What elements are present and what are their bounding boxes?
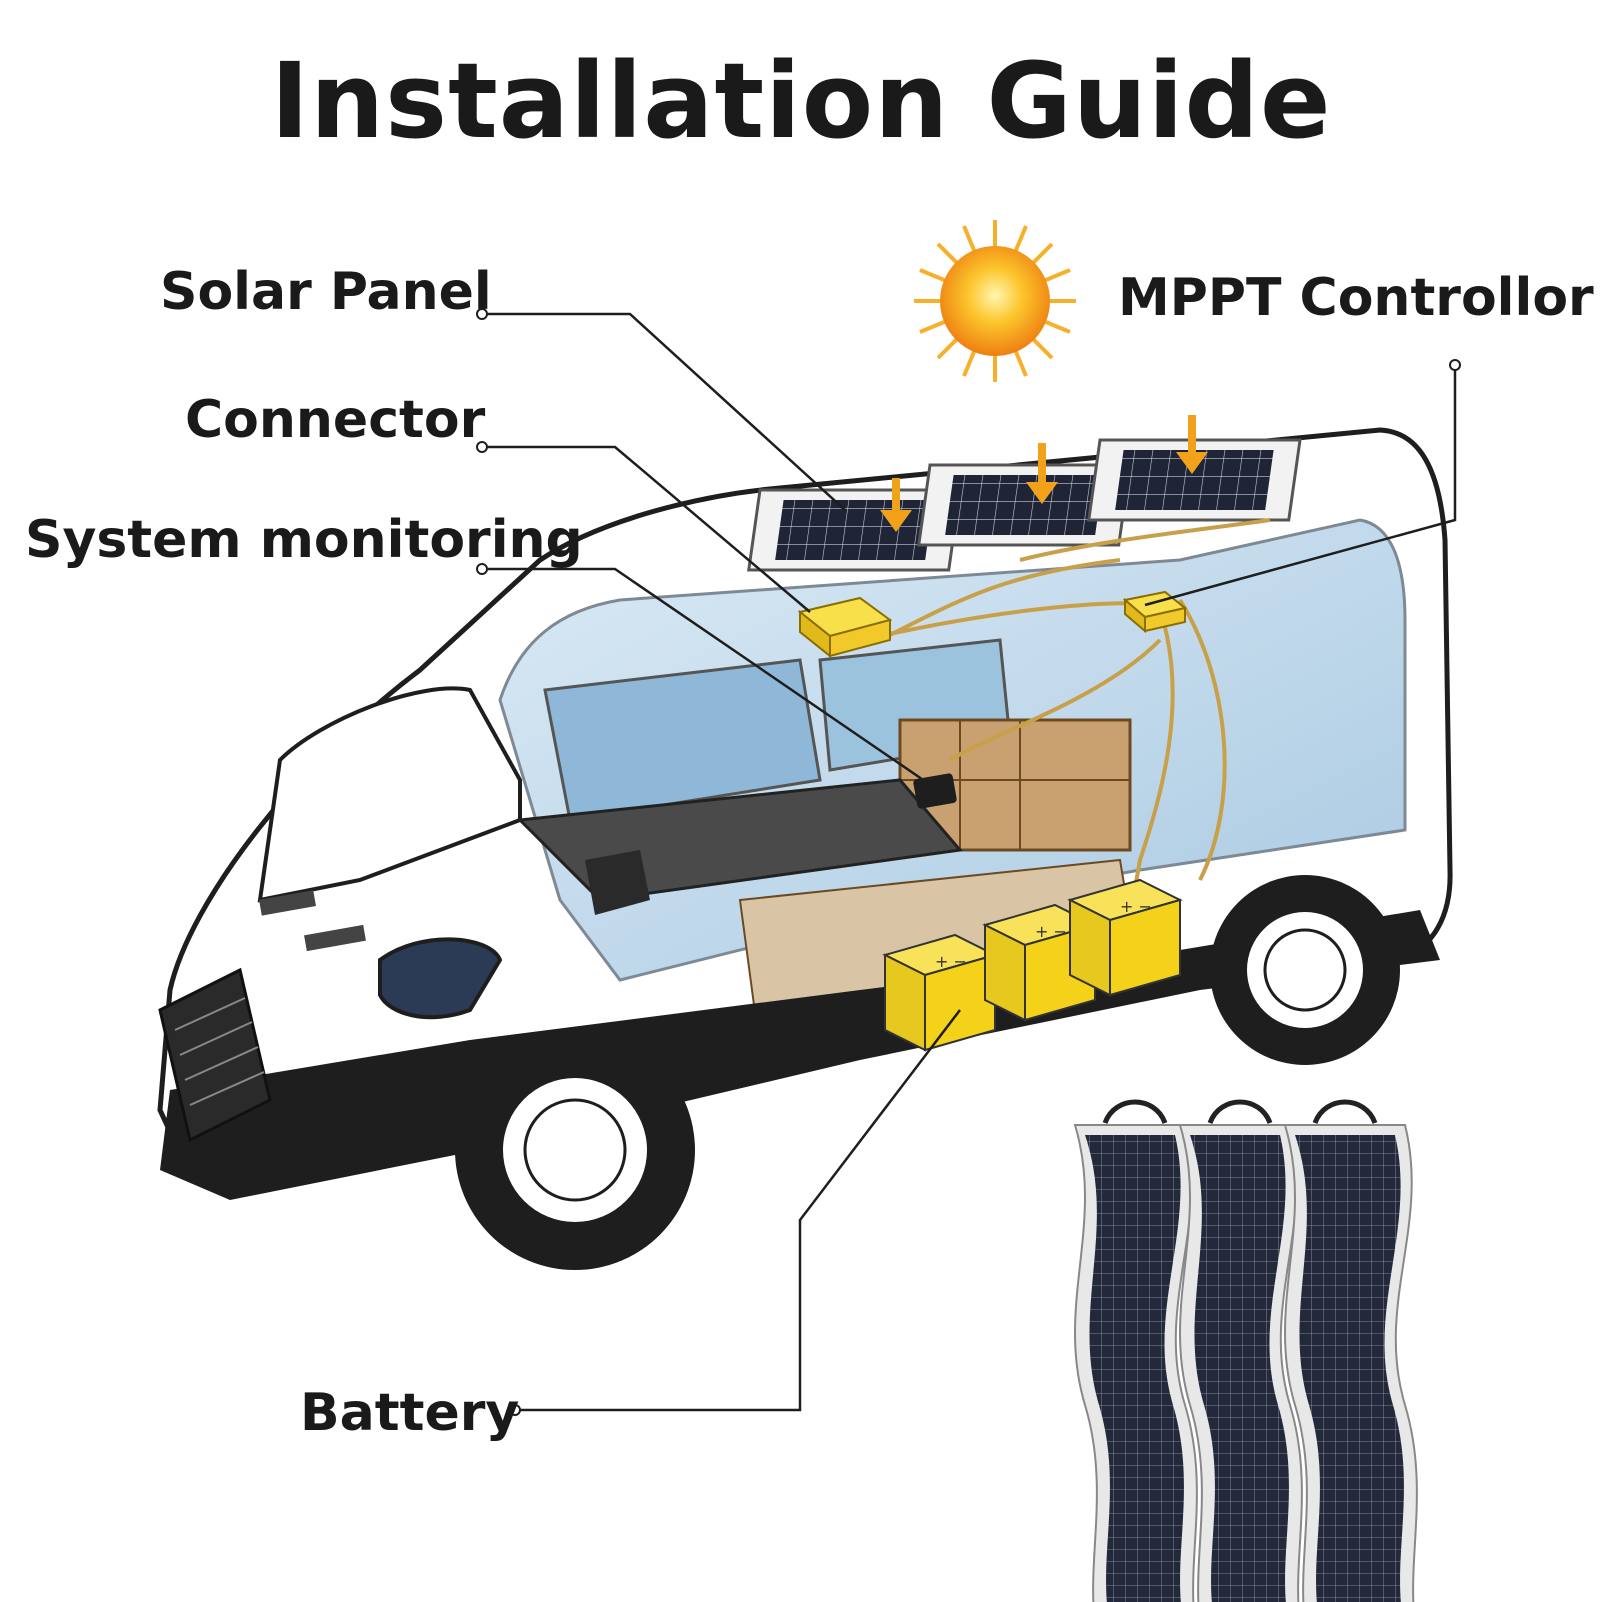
sun-icon: [914, 220, 1076, 382]
page-title: Installation Guide: [270, 40, 1332, 162]
connector-box: [797, 596, 893, 659]
van-illustration: [157, 427, 1453, 1270]
mppt-controller-label: MPPT Controllor: [1118, 268, 1594, 328]
svg-text:+ −: + −: [935, 952, 967, 971]
callout-dots: [476, 308, 1461, 1416]
battery-icon: + − + − + −: [882, 878, 1183, 1052]
callout-lines: [486, 312, 1457, 1412]
flexible-solar-panel-icon: [1073, 1099, 1418, 1602]
svg-text:+ −: + −: [1120, 897, 1152, 916]
svg-text:+ −: + −: [1035, 922, 1067, 941]
battery-label: Battery: [300, 1383, 520, 1443]
solar-panel-label: Solar Panel: [160, 262, 492, 322]
system-monitor-device: [913, 773, 957, 809]
rear-wheel: [1210, 875, 1400, 1065]
front-wheel: [455, 1030, 695, 1270]
down-arrow-icon: [880, 415, 1208, 532]
connector-label: Connector: [185, 390, 486, 450]
system-monitoring-label: System monitoring: [25, 510, 583, 570]
